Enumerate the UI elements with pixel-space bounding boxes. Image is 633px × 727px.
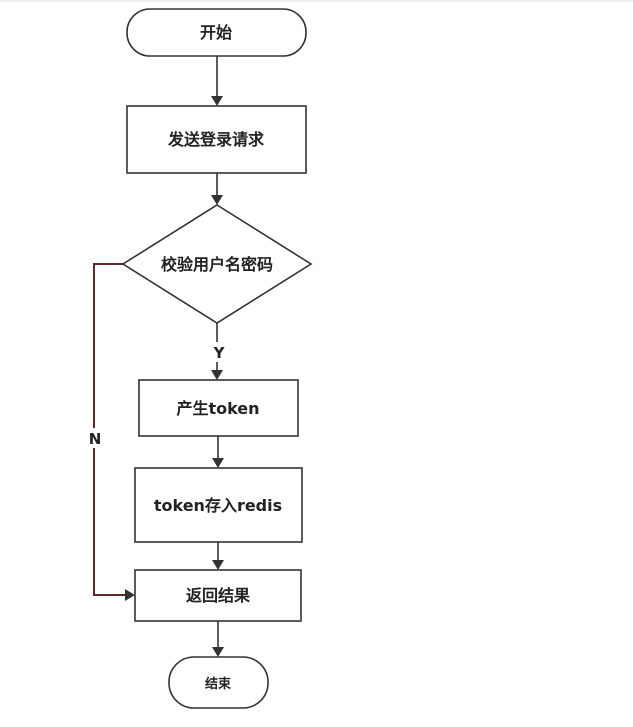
verify-label: 校验用户名密码	[161, 255, 273, 274]
end-node: 结束	[168, 656, 269, 709]
edge-send-to-verify	[211, 173, 223, 205]
send-login-node: 发送登录请求	[126, 105, 307, 174]
return-result-label: 返回结果	[186, 586, 250, 605]
edge-store-to-return	[212, 542, 224, 570]
verify-decision-node: 校验用户名密码	[121, 204, 313, 324]
store-token-label: token存入redis	[154, 496, 282, 515]
edge-start-to-send	[211, 56, 223, 106]
no-label: N	[89, 430, 102, 448]
gen-token-label: 产生token	[176, 399, 259, 418]
start-node: 开始	[126, 8, 307, 57]
start-label: 开始	[200, 23, 232, 42]
arrow-head	[125, 589, 135, 601]
arrow-head	[212, 560, 224, 570]
edge-return-to-end	[212, 621, 224, 657]
store-token-node: token存入redis	[134, 467, 303, 543]
arrow-head	[211, 195, 223, 205]
yes-label: Y	[213, 344, 226, 362]
arrow-head	[212, 458, 224, 468]
edge-gen-to-store	[212, 436, 224, 468]
return-result-node: 返回结果	[134, 569, 302, 622]
send-login-label: 发送登录请求	[167, 130, 265, 149]
arrow-head	[211, 370, 223, 380]
edge-verify-yes: Y	[207, 323, 227, 380]
edge-verify-no: N	[84, 263, 135, 601]
gen-token-node: 产生token	[138, 379, 299, 437]
arrow-head	[211, 96, 223, 106]
arrow-head	[212, 647, 224, 657]
end-label: 结束	[205, 676, 232, 692]
